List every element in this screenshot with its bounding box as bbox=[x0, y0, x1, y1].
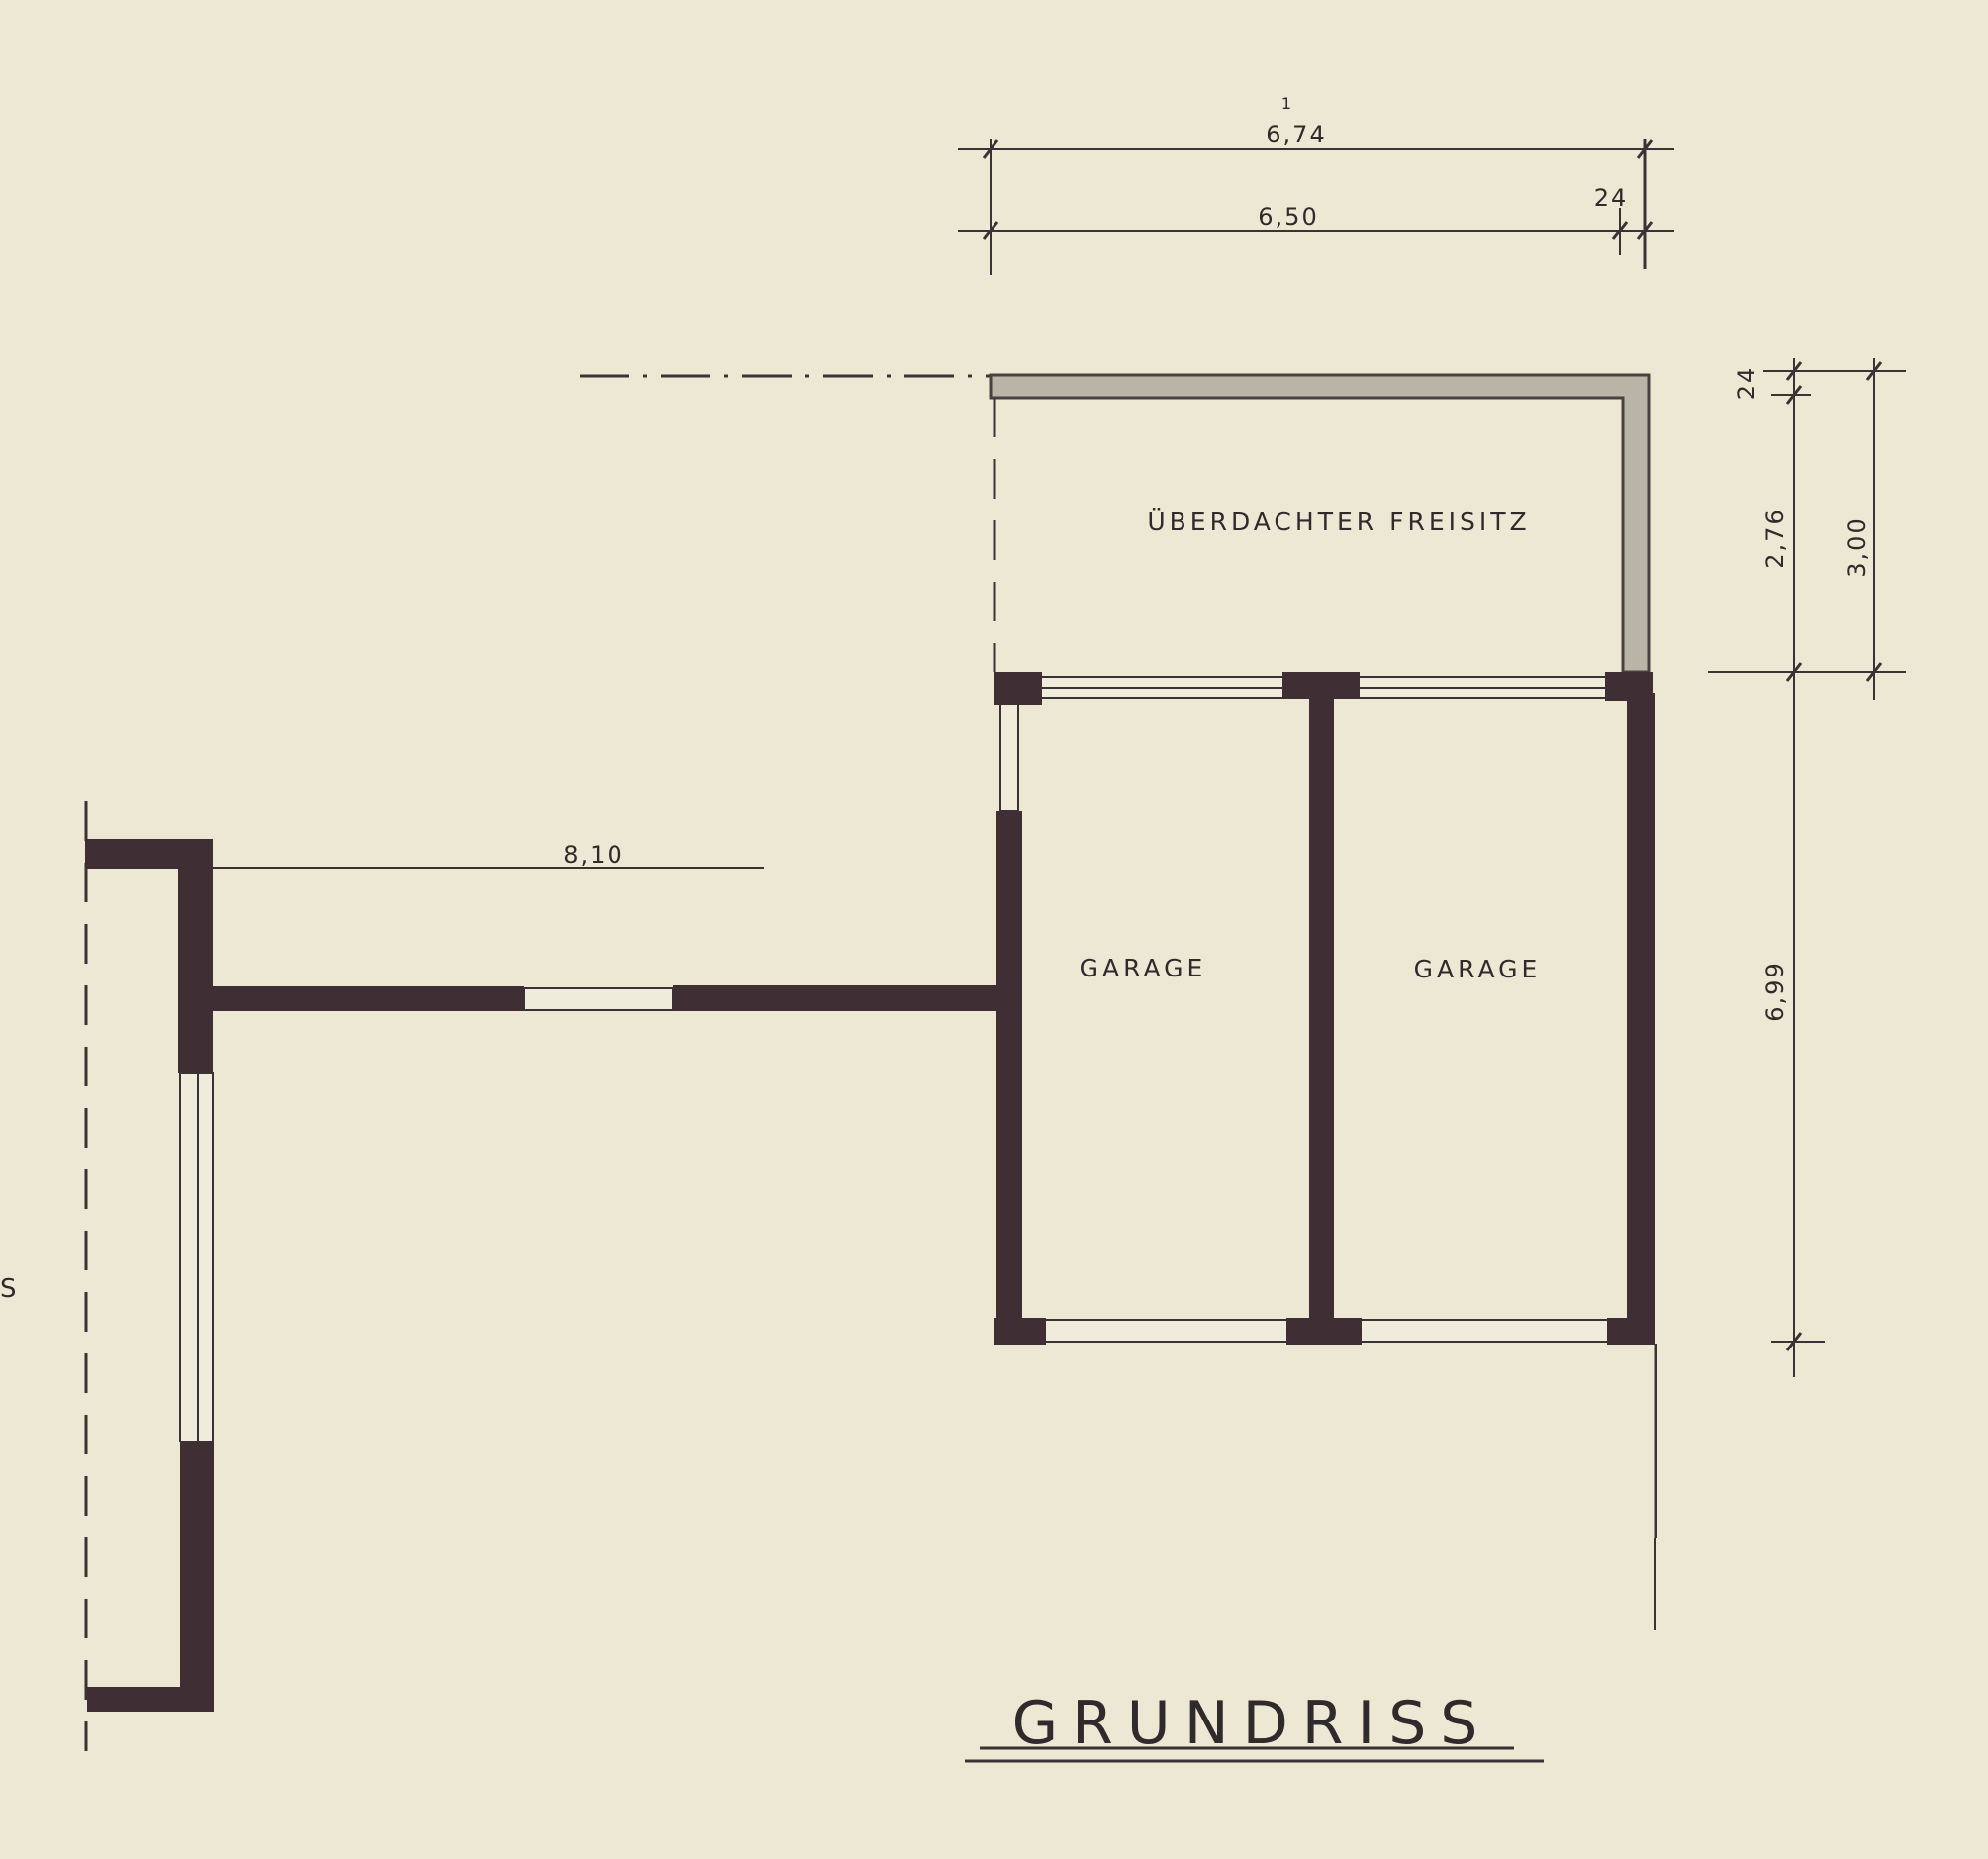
dim-right-freisitz-inner: 2,76 bbox=[1761, 508, 1789, 568]
pier-top-left bbox=[994, 672, 1042, 705]
title-text: GRUNDRISS bbox=[1012, 1689, 1492, 1758]
top-dimension-chain: 6,74 6,50 24 1 bbox=[958, 94, 1674, 275]
garage-side-window bbox=[999, 703, 1019, 812]
room-label-garage-left: GARAGE bbox=[1080, 954, 1207, 982]
connecting-wall bbox=[213, 985, 996, 1011]
garage-wall-right bbox=[1627, 693, 1655, 1326]
left-house-fragment: S bbox=[0, 801, 214, 1751]
drawing-title: GRUNDRISS bbox=[965, 1689, 1544, 1763]
top-mark: 1 bbox=[1281, 94, 1291, 113]
dim-top-inner: 6,50 bbox=[1258, 203, 1318, 231]
dim-right-freisitz-overall: 3,00 bbox=[1844, 516, 1871, 577]
room-label-freisitz: ÜBERDACHTER FREISITZ bbox=[1147, 508, 1530, 536]
connecting-wall-window bbox=[523, 987, 674, 1011]
right-dimension-chain: 24 2,76 3,00 6,99 bbox=[1708, 358, 1906, 1377]
garage-wall-left bbox=[996, 811, 1022, 1326]
garage-door-bottom-right bbox=[1357, 1319, 1610, 1343]
dim-top-wall: 24 bbox=[1594, 184, 1629, 212]
dim-left-distance: 8,10 bbox=[563, 841, 623, 869]
left-house-window bbox=[179, 1072, 214, 1442]
room-label-garage-right: GARAGE bbox=[1414, 955, 1542, 983]
dim-top-overall: 6,74 bbox=[1266, 121, 1326, 148]
garage-door-bottom-left bbox=[1038, 1319, 1289, 1343]
freisitz-outline: ÜBERDACHTER FREISITZ bbox=[989, 373, 1651, 674]
left-edge-letter: S bbox=[0, 1274, 17, 1304]
garage-wall-middle bbox=[1309, 693, 1334, 1326]
dim-right-wall: 24 bbox=[1733, 366, 1760, 401]
dim-right-garage: 6,99 bbox=[1761, 961, 1789, 1021]
garage-block: GARAGE GARAGE bbox=[994, 672, 1655, 1345]
